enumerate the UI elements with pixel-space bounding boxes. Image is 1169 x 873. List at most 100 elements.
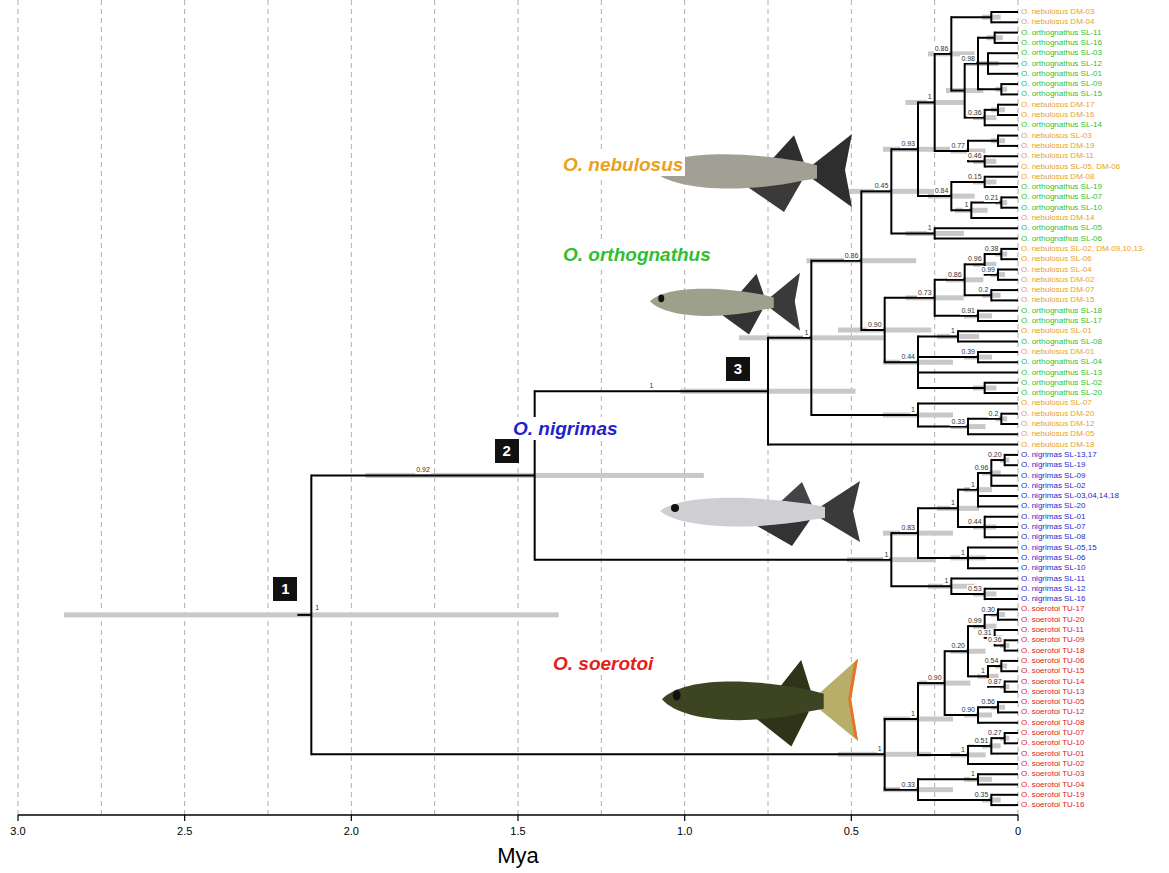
branch xyxy=(968,433,1018,435)
support-value: 1 xyxy=(970,770,976,778)
branch xyxy=(991,737,1004,739)
branch xyxy=(768,337,811,339)
support-value: 0.86 xyxy=(947,271,963,279)
grid xyxy=(18,0,1018,821)
branch xyxy=(985,176,1018,178)
branch xyxy=(968,160,985,162)
branch xyxy=(968,557,1018,559)
branch xyxy=(998,145,1018,147)
branch xyxy=(985,516,1018,518)
support-value: 0.38 xyxy=(984,245,1000,253)
support-value: 0.36 xyxy=(987,636,1003,644)
branch xyxy=(1001,670,1018,672)
branch xyxy=(995,644,1005,646)
grid-line xyxy=(351,0,352,815)
branch xyxy=(958,526,985,528)
support-value: 1 xyxy=(910,710,916,718)
tip-label: O. nigrimas SL-05,15 xyxy=(1021,543,1097,553)
branch xyxy=(935,227,1018,229)
branch xyxy=(811,260,861,262)
support-value: 0.44 xyxy=(967,518,983,526)
callout-number: 3 xyxy=(734,360,742,377)
branch xyxy=(978,88,1001,90)
branch xyxy=(951,16,991,18)
branch xyxy=(985,166,1018,168)
axis-tick xyxy=(1017,815,1018,821)
tip-label: O. nigrimas SL-20 xyxy=(1021,501,1085,511)
tip-label: O. soerotoi TU-05 xyxy=(1021,697,1084,707)
tip-label: O. orthognathus SL-11 xyxy=(1021,28,1101,38)
branch xyxy=(1005,732,1018,734)
support-value: 1 xyxy=(943,577,949,585)
branch xyxy=(935,238,1018,240)
branch xyxy=(968,763,1018,765)
branch xyxy=(978,505,1018,507)
tip-label: O. nigrimas SL-03,04,14,18 xyxy=(1021,491,1119,501)
tip-label: O. nebulosus SL-07 xyxy=(1021,398,1092,408)
support-value: 0.21 xyxy=(984,194,1000,202)
tip-label: O. nigrimas SL-11 xyxy=(1021,574,1085,584)
tip-label: O. soerotoi TU-10 xyxy=(1021,738,1084,748)
support-value: 0.33 xyxy=(900,781,916,789)
tip-label: O. soerotoi TU-06 xyxy=(1021,656,1084,666)
support-value: 1 xyxy=(950,327,956,335)
hpd-bars xyxy=(64,15,1009,803)
tip-label: O. nigrimas SL-12 xyxy=(1021,584,1085,594)
root-stub xyxy=(297,614,311,616)
tip-label: O. orthognathus SL-01 xyxy=(1021,69,1102,79)
branch xyxy=(951,209,971,211)
axis-tick xyxy=(851,815,852,821)
branch xyxy=(958,330,1018,332)
branch xyxy=(1001,423,1018,425)
branch xyxy=(535,390,768,392)
tip-label: O. nebulosus DM-05 xyxy=(1021,429,1094,439)
grid-line xyxy=(518,0,519,815)
support-value: 0.86 xyxy=(934,45,950,53)
branch xyxy=(918,195,951,197)
tip-label: O. nebulosus DM-11 xyxy=(1021,151,1094,161)
branch xyxy=(988,73,1018,75)
tip-label: O. orthognathus SL-05 xyxy=(1021,223,1102,233)
support-value: 0.53 xyxy=(967,585,983,593)
tip-label: O. soerotoi TU-04 xyxy=(1021,780,1084,790)
callout-box: 3 xyxy=(726,357,750,381)
branch xyxy=(768,444,1018,446)
tip-label: O. nebulosus DM-14 xyxy=(1021,213,1094,223)
branch xyxy=(1001,248,1018,250)
tip-label: O. nebulosus DM-08 xyxy=(1021,172,1094,182)
branch xyxy=(951,90,964,92)
support-value: 0.2 xyxy=(978,286,990,294)
branch xyxy=(978,361,1018,363)
branch xyxy=(945,714,978,716)
tip-label: O. orthognathus SL-17 xyxy=(1021,316,1102,326)
branch xyxy=(985,526,1018,528)
tip-label: O. nebulosus DM-07 xyxy=(1021,285,1094,295)
support-value: 0.90 xyxy=(867,321,883,329)
support-value: 1 xyxy=(927,224,933,232)
branch xyxy=(885,297,935,299)
tip-label: O. orthognathus SL-20 xyxy=(1021,388,1102,398)
support-value: 0.90 xyxy=(960,706,976,714)
branch xyxy=(991,485,1018,487)
tip-label: O. soerotoi TU-09 xyxy=(1021,635,1084,645)
branch xyxy=(918,335,958,337)
tip-label: O. nebulosus DM-04 xyxy=(1021,17,1094,27)
branch xyxy=(958,341,1018,343)
support-value: 0.2 xyxy=(988,410,1000,418)
axis-tick xyxy=(684,815,685,821)
tip-label: O. nigrimas SL-01 xyxy=(1021,512,1085,522)
support-value: 0.20 xyxy=(950,642,966,650)
branch xyxy=(945,650,968,652)
tip-label: O. nebulosus SL-02, DM-09,10,13- xyxy=(1021,244,1145,254)
support-value: 0.36 xyxy=(967,109,983,117)
tip-label: O. nebulosus DM-18 xyxy=(1021,440,1094,450)
tip-label: O. soerotoi TU-11 xyxy=(1021,625,1084,635)
support-value: 1 xyxy=(960,746,966,754)
tip-label: O. soerotoi TU-02 xyxy=(1021,759,1084,769)
branch xyxy=(891,148,918,150)
branch xyxy=(935,150,968,152)
tip-label: O. orthognathus SL-07 xyxy=(1021,192,1102,202)
tip-label: O. nebulosus DM-15 xyxy=(1021,295,1094,305)
species-name: O. soerotoi xyxy=(551,652,655,675)
branch xyxy=(918,778,978,780)
